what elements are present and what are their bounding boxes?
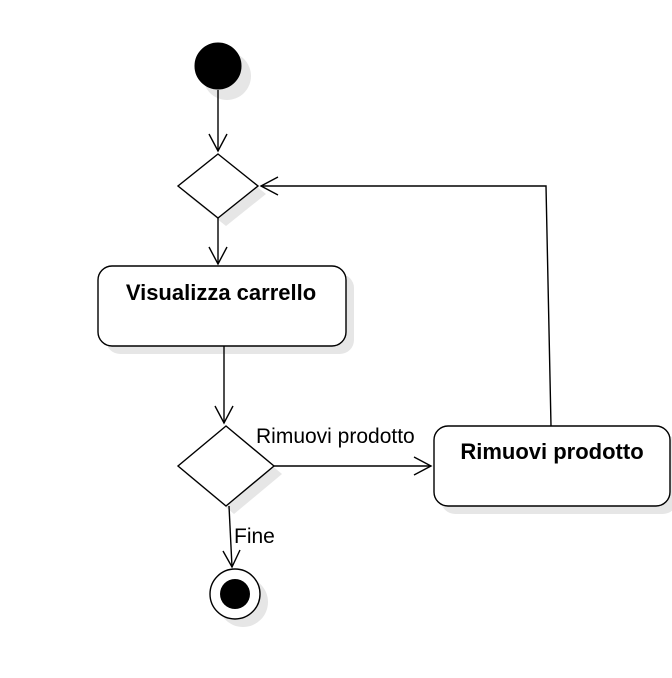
edge-visualizza-to-decision [214, 346, 234, 425]
action-visualizza-carrello: Visualizza carrello [97, 265, 347, 347]
initial-node [194, 42, 242, 90]
final-node [209, 568, 261, 620]
action-rimuovi-prodotto-label: Rimuovi prodotto [460, 439, 643, 464]
action-visualizza-carrello-label: Visualizza carrello [126, 280, 316, 305]
decision-node [176, 425, 276, 507]
edge-label-fine: Fine [234, 525, 275, 548]
edge-decision-to-rimuovi [274, 456, 433, 476]
action-rimuovi-prodotto: Rimuovi prodotto [433, 425, 671, 507]
edge-merge-to-visualizza [208, 218, 228, 266]
edge-decision-to-final [222, 505, 241, 569]
edge-label-rimuovi-prodotto: Rimuovi prodotto [256, 425, 415, 448]
edge-initial-to-merge [208, 90, 228, 153]
edge-rimuovi-to-merge [259, 176, 552, 427]
